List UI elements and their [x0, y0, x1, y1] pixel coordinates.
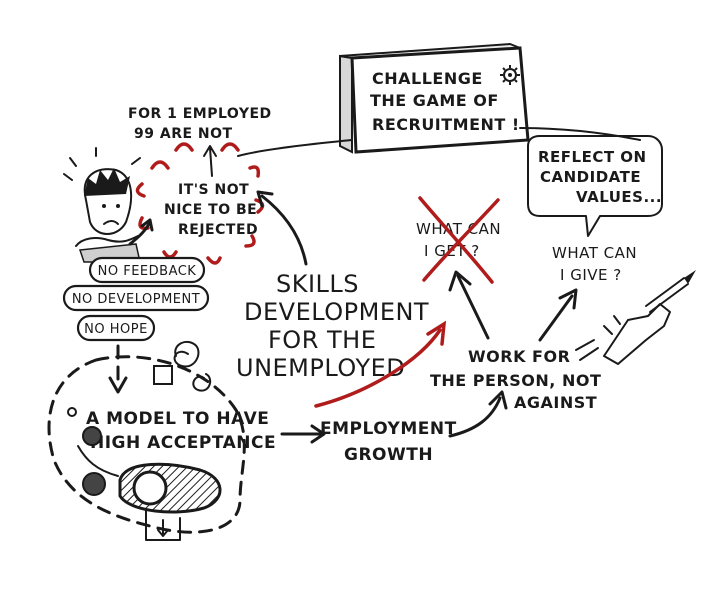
hope-to-model-arrowhead	[108, 376, 128, 394]
skills-line-2: DEVELOPMENT	[244, 298, 429, 326]
challenge-connector-left	[237, 139, 353, 157]
person-to-burst-arrowhead	[140, 218, 154, 232]
growth-to-work-arrowhead	[488, 390, 508, 410]
give-line-2: I GIVE ?	[560, 266, 622, 284]
growth-line-1: EMPLOYMENT	[320, 419, 457, 439]
cross-out-stroke-1	[418, 196, 494, 284]
no-development-pill: NO DEVELOPMENT	[62, 284, 210, 312]
skills-line-4: UNEMPLOYED	[236, 354, 405, 382]
stressed-person-icon	[63, 147, 141, 263]
work-line-2: THE PERSON, NOT	[430, 371, 601, 390]
rejected-line-3: REJECTED	[178, 222, 258, 238]
model-line-1: A MODEL TO HAVE	[86, 409, 269, 429]
stat-line-1: FOR 1 EMPLOYED	[128, 106, 272, 122]
challenge-line-3: RECRUITMENT !	[372, 115, 520, 134]
red-growth-arrowhead	[426, 320, 447, 346]
model-boundary	[47, 355, 246, 534]
stat-arrow	[203, 145, 217, 177]
reflect-bubble	[527, 135, 663, 237]
no-hope-pill: NO HOPE	[76, 314, 156, 342]
rejected-line-2: NICE TO BE	[164, 202, 257, 218]
hand-with-pen-icon	[575, 270, 696, 365]
work-to-give-arrow	[538, 294, 574, 342]
no-development-label: NO DEVELOPMENT	[72, 292, 200, 307]
stat-line-2: 99 ARE NOT	[134, 126, 233, 142]
challenge-line-1: CHALLENGE	[372, 69, 483, 88]
reflect-line-1: REFLECT ON	[538, 148, 647, 166]
model-core-hole	[132, 470, 168, 506]
person-to-burst-arrow	[128, 220, 152, 246]
growth-to-work-arrow	[448, 396, 502, 438]
model-dot-3	[67, 407, 77, 417]
work-line-3: AGAINST	[514, 393, 597, 412]
rejected-burst: IT'S NOT NICE TO BE REJECTED	[135, 142, 265, 265]
work-to-get-arrow	[456, 274, 490, 340]
reflect-line-2: CANDIDATE	[540, 168, 641, 186]
skills-line-1: SKILLS	[276, 270, 359, 298]
model-inner-arrow	[77, 445, 119, 477]
red-growth-arrow	[314, 328, 442, 408]
give-line-1: WHAT CAN	[552, 244, 637, 262]
cross-out-stroke-2	[422, 198, 500, 282]
model-line-2: HIGH ACCEPTANCE	[90, 433, 276, 453]
challenge-box: CHALLENGE THE GAME OF RECRUITMENT !	[339, 42, 530, 154]
no-feedback-pill: NO FEEDBACK	[88, 256, 206, 284]
model-tray-arrow	[157, 519, 169, 537]
rejected-line-1: IT'S NOT	[178, 182, 249, 198]
get-line-1: WHAT CAN	[416, 220, 501, 238]
work-to-give-arrowhead	[558, 288, 578, 310]
growth-line-2: GROWTH	[344, 445, 433, 465]
no-feedback-label: NO FEEDBACK	[98, 264, 197, 279]
skills-to-rejected-arrow	[260, 194, 308, 266]
work-to-get-arrowhead	[448, 270, 472, 292]
model-dot-2	[82, 472, 106, 496]
model-dot-1	[82, 426, 102, 446]
model-to-growth-arrowhead	[310, 424, 326, 444]
model-tray	[145, 509, 181, 541]
work-line-1: WORK FOR	[468, 347, 570, 366]
skills-line-3: FOR THE	[268, 326, 376, 354]
gear-icon	[500, 65, 520, 85]
reflect-line-3: VALUES...	[576, 188, 662, 206]
no-hope-label: NO HOPE	[84, 322, 148, 337]
skills-to-rejected-arrowhead	[256, 190, 274, 208]
challenge-line-2: THE GAME OF	[370, 91, 499, 110]
swirl-icon	[153, 340, 212, 392]
challenge-connector-right	[519, 127, 641, 141]
